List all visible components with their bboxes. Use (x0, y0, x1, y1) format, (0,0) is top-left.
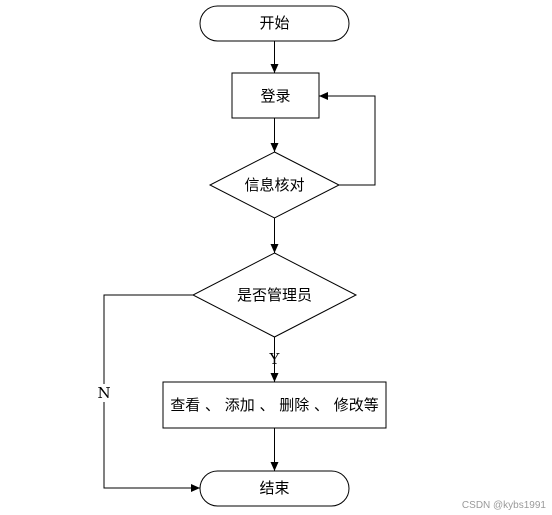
no-label-backdrop (96, 384, 112, 402)
end-node: 结束 (199, 470, 350, 507)
end-label: 结束 (259, 479, 289, 497)
verify-label: 信息核对 (244, 176, 304, 194)
verify-node: 信息核对 (208, 151, 341, 219)
admin-actions-label: 查看 、 添加 、 删除 、 修改等 (170, 396, 379, 414)
no-label: N (97, 384, 110, 402)
login-node: 登录 (231, 72, 320, 119)
start-node: 开始 (199, 5, 350, 42)
login-label: 登录 (260, 87, 290, 105)
watermark: CSDN @kybs1991 (461, 500, 546, 511)
yes-label: Y (269, 350, 281, 368)
admin-actions-node: 查看 、 添加 、 删除 、 修改等 (162, 381, 387, 429)
is-admin-label: 是否管理员 (237, 286, 312, 304)
start-label: 开始 (259, 14, 289, 32)
edge-verify-login-loop (319, 92, 376, 186)
is-admin-node: 是否管理员 (191, 252, 358, 338)
